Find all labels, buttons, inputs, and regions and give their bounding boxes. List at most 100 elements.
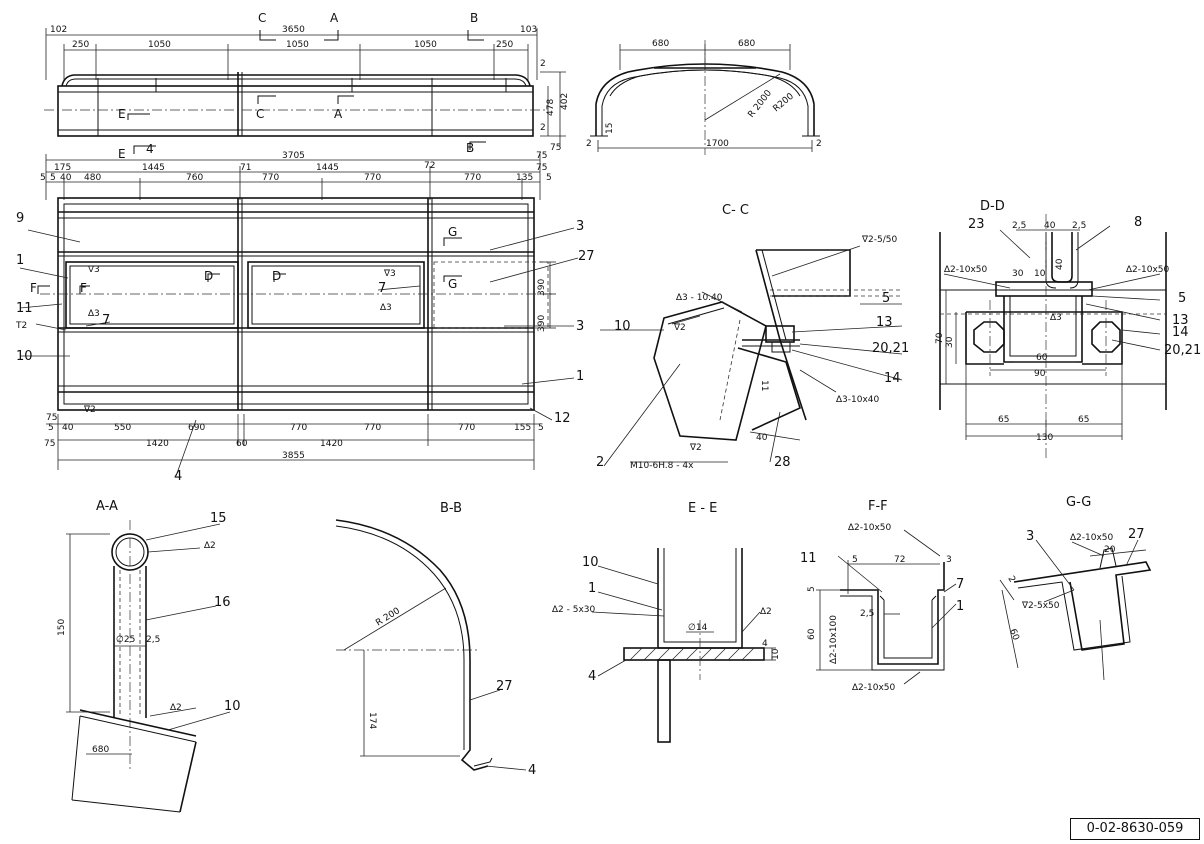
part-number: 3 [576, 219, 584, 234]
weld-symbol: ∆2-10x50 [1125, 265, 1169, 275]
dim-label: ∅14 [688, 623, 708, 633]
dim-label: 2,5 [146, 635, 160, 645]
weld-symbol: ∇3 [383, 269, 396, 279]
part-number: 15 [210, 511, 227, 526]
dim-label: 65 [998, 415, 1009, 425]
cut-marker-f: F [30, 281, 37, 295]
arch-end-view: 680 680 R 2000 R200 15 1700 2 2 [586, 39, 822, 155]
section-title-bb: B-B [440, 501, 462, 516]
dim-label: 135 [516, 173, 533, 183]
section-gg: G-G ∆2-10x50 20 2 ∇2-5x50 60 3 27 [999, 495, 1152, 681]
part-number: 14 [884, 371, 901, 386]
dim-label: 71 [240, 163, 251, 173]
part-number: 3 [1026, 529, 1034, 544]
cut-marker-a: A [334, 107, 343, 121]
dim-label: 65 [1078, 415, 1089, 425]
weld-symbol: ∇3 [87, 265, 100, 275]
drawing-number: 0-02-8630-059 [1070, 818, 1200, 840]
dim-label: 60 [236, 439, 248, 449]
dim-label: 2 [1005, 575, 1017, 585]
dim-label: 770 [364, 423, 381, 433]
section-title-gg: G-G [1066, 495, 1091, 510]
dim-label: 2 [540, 123, 546, 133]
part-number: 9 [16, 211, 24, 226]
part-number: 13 [876, 315, 893, 330]
dim-label: 155 [514, 423, 531, 433]
section-title-ee: E - E [688, 501, 717, 516]
dim-label: 390 [537, 315, 547, 332]
section-cc: C- C ∇2-5/50 ∆3 - 10.40 [596, 203, 909, 471]
dim-label: 770 [262, 173, 279, 183]
part-number: 20,21 [1164, 343, 1201, 358]
part-number: 10 [582, 555, 599, 570]
part-number: 23 [968, 217, 985, 232]
dim-label: 1050 [148, 40, 171, 50]
part-number: 3 [576, 319, 584, 334]
dim-label: 4 [762, 639, 768, 649]
section-ff: F-F ∆2-10x50 5 72 3 5 2,5 60 ∆2-10x100 ∆… [800, 499, 964, 693]
section-title-ff: F-F [868, 499, 888, 514]
part-number: 7 [378, 281, 386, 296]
part-number: 12 [554, 411, 571, 426]
weld-symbol: ∆2-10x50 [847, 523, 891, 533]
part-number: 1 [956, 599, 964, 614]
part-number: 27 [1128, 527, 1145, 542]
dim-label: 75 [536, 163, 547, 173]
dim-label: 75 [536, 151, 547, 161]
part-number: 13 [1172, 313, 1189, 328]
dim-label: 3 [946, 555, 952, 565]
part-number: 7 [956, 577, 964, 592]
dim-label: ∅25 [116, 635, 135, 645]
dim-label: R 2000 [746, 88, 774, 120]
weld-symbol: ∆2 [759, 607, 772, 617]
dim-label: 5 [50, 173, 56, 183]
dim-label: 2,5 [1072, 221, 1086, 231]
cut-marker-b: B [466, 141, 474, 155]
dim-label: 1445 [142, 163, 165, 173]
part-number: 27 [496, 679, 513, 694]
dim-label: 550 [114, 423, 131, 433]
plan-view: 3705 75 175 1445 71 1445 72 75 5 5 40 48… [15, 151, 595, 484]
weld-symbol: ∆3 [87, 309, 100, 319]
dim-label: 72 [894, 555, 905, 565]
dim-label: 30 [1012, 269, 1024, 279]
section-title-aa: A-A [96, 499, 118, 514]
dim-label: 250 [72, 40, 89, 50]
dim-label: 760 [186, 173, 203, 183]
dim-label: 72 [424, 161, 435, 171]
weld-symbol: ∇2-5x50 [1021, 601, 1060, 611]
cut-marker-c: C [256, 107, 264, 121]
section-dd: D-D [935, 199, 1201, 460]
dim-label: 90 [1034, 369, 1046, 379]
dim-label: 60 [1007, 628, 1020, 642]
dim-label: 5 [852, 555, 858, 565]
section-title-cc: C- C [722, 203, 749, 218]
cut-marker-g: G [448, 277, 457, 291]
weld-symbol: ∆3 [379, 303, 392, 313]
weld-symbol: ∆2 [169, 703, 182, 713]
dim-label: 680 [92, 745, 109, 755]
dim-label: 130 [1036, 433, 1053, 443]
dim-label: 20 [1104, 545, 1116, 555]
dim-label: 60 [807, 628, 817, 640]
cut-marker-c: C [258, 11, 266, 25]
dim-label: 1420 [320, 439, 343, 449]
dim-label: 5 [48, 423, 54, 433]
section-aa: A-A ∆2 150 ∅25 2,5 ∆2 680 15 16 10 [57, 499, 241, 813]
dim-label: 40 [62, 423, 74, 433]
cut-marker-g: G [448, 225, 457, 239]
dim-label: 40 [60, 173, 72, 183]
cut-marker-f: F [80, 281, 87, 295]
weld-symbol: ∆2-10x100 [829, 615, 839, 665]
weld-symbol: ∆2-10x50 [1069, 533, 1113, 543]
dim-label: 2 [586, 139, 592, 149]
part-number: 7 [102, 313, 110, 328]
dim-label: 3650 [282, 25, 305, 35]
dim-label: 2 [816, 139, 822, 149]
dim-label: 770 [464, 173, 481, 183]
weld-symbol: ∆2-10x50 [851, 683, 895, 693]
dim-label: 40 [1055, 258, 1065, 270]
dim-label: 680 [652, 39, 669, 49]
cut-marker-e: E [118, 147, 126, 161]
weld-symbol: ∆2 - 5x30 [551, 605, 595, 615]
